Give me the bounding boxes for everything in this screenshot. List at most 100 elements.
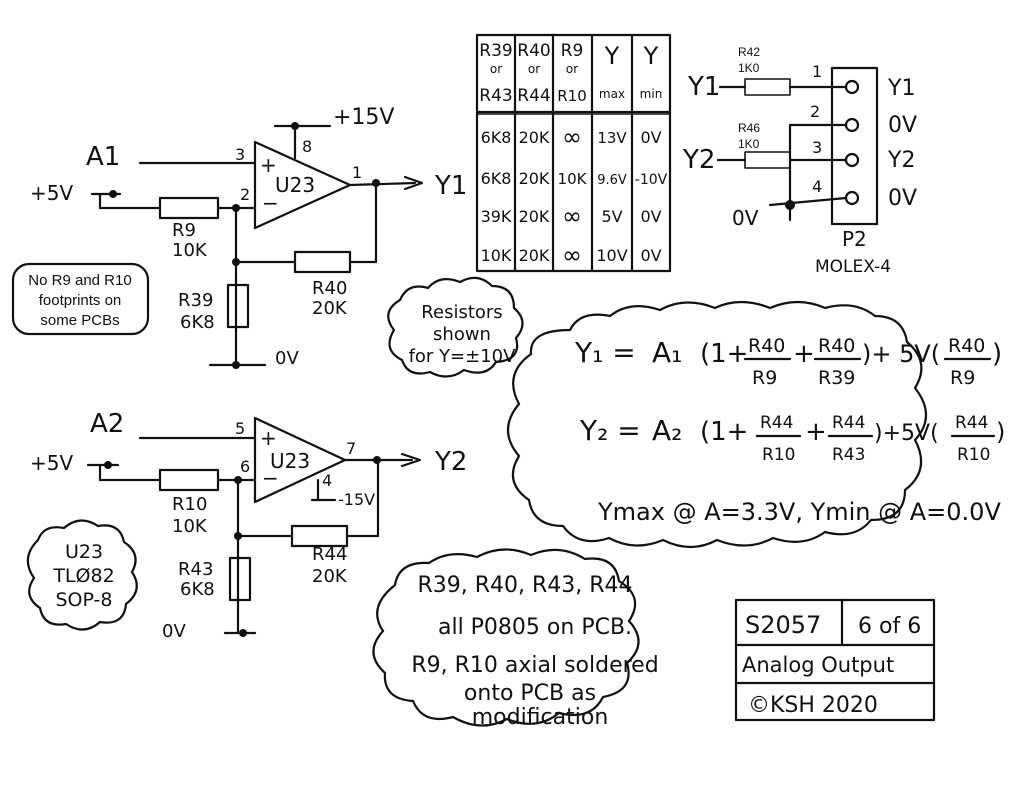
table-row: 6K8 20K ∞ 13V 0V — [481, 123, 662, 151]
table-cell: 20K — [519, 207, 550, 226]
title-copyright: ©KSH 2020 — [748, 693, 878, 718]
resistor-table: R39 or R43 R40 or R44 R9 or R10 Y max Y … — [475, 33, 672, 273]
eq-y1-f2-den: R39 — [818, 367, 855, 389]
table-cell: ∞ — [562, 123, 582, 151]
table-header-5a: Y — [643, 42, 659, 70]
connector-ref: P2 — [842, 227, 867, 251]
table-header-5b: min — [640, 87, 663, 101]
connector-pin-4: 4 — [812, 177, 822, 196]
stage2-circuit: A2 5 6 7 4 -15V + − U23 +5V R10 10K R43 … — [30, 409, 467, 642]
stage1-r39-resistor — [226, 283, 250, 329]
table-header-1c: R43 — [479, 86, 512, 106]
stage1-pin-supply: 8 — [302, 137, 312, 156]
connector-ground-label: 0V — [732, 206, 759, 230]
note-no-r9-line2: footprints on — [39, 292, 122, 309]
title-sheet-id: S2057 — [745, 611, 821, 639]
note-pcb-line2: all P0805 on PCB. — [438, 615, 632, 640]
table-cell: 13V — [597, 129, 627, 147]
stage2-pin-supply: 4 — [322, 471, 332, 490]
table-cell: 0V — [640, 246, 661, 265]
stage2-ground-label: 0V — [162, 621, 186, 642]
stage1-bias-wire — [90, 192, 162, 210]
stage2-minus-wire — [216, 478, 257, 635]
stage2-r43-value: 6K8 — [180, 579, 215, 600]
stage2-output-arrow — [400, 452, 422, 468]
stage2-input-label: A2 — [90, 409, 124, 439]
note-no-r9-r10: No R9 and R10 footprints on some PCBs — [11, 262, 150, 336]
table-cell: ∞ — [562, 241, 582, 269]
stage2-pin-out: 7 — [346, 439, 356, 458]
stage2-supply-wire — [310, 478, 337, 502]
eq-y1-a: A₁ — [652, 336, 682, 369]
stage1-supply-wire — [273, 124, 332, 160]
connector-r42-resistor — [744, 78, 791, 96]
stage2-r43-resistor — [228, 556, 252, 602]
stage2-r44-name: R44 — [312, 544, 347, 565]
connector-pin-1: 1 — [812, 62, 822, 81]
eq-y2-f3-num: R44 — [955, 413, 988, 433]
connector-y2-input: Y2 — [682, 145, 715, 175]
eq-y1-f1-num: R40 — [748, 335, 785, 357]
stage1-output-wire — [348, 181, 417, 187]
stage2-feedback-wire — [236, 458, 380, 538]
stage1-r9-resistor — [158, 196, 220, 220]
output-connector: Y1 Y2 R42 1K0 R46 1K0 1 2 3 4 Y1 0V Y2 0… — [682, 45, 917, 277]
connector-r46-name: R46 — [738, 121, 760, 135]
eq-y1-plus: + — [793, 339, 815, 369]
table-header-2b: or — [528, 62, 540, 76]
table-header-3b: or — [566, 62, 578, 76]
table-cell: 5V — [601, 207, 622, 226]
eq-y2-lhs: Y₂ = — [579, 414, 641, 447]
note-u23-line3: SOP-8 — [56, 589, 113, 611]
connector-pin-3: 3 — [812, 138, 822, 157]
table-row: 39K 20K ∞ 5V 0V — [481, 202, 662, 230]
stage2-r44-value: 20K — [312, 566, 348, 587]
table-row: 6K8 20K 10K 9.6V -10V — [481, 169, 668, 188]
connector-label-2: 0V — [888, 113, 917, 138]
stage1-minus-sign: − — [262, 191, 279, 215]
stage1-r40-value: 20K — [312, 298, 348, 319]
table-cell: 10K — [481, 246, 512, 265]
eq-y1-one: (1+ — [700, 339, 748, 369]
table-header-2c: R44 — [517, 86, 550, 106]
title-name: Analog Output — [742, 653, 894, 677]
stage1-r39-name: R39 — [178, 290, 213, 311]
equations-panel: Y₁ = A₁ (1+ R40 R9 + R40 R39 )+ 5V( R40 … — [506, 300, 1005, 549]
note-u23-part: U23 TLØ82 SOP-8 — [26, 519, 138, 631]
stage2-opamp-label: U23 — [270, 449, 310, 473]
stage1-minus-wire — [216, 206, 257, 367]
connector-label-4: 0V — [888, 186, 917, 211]
connector-r42-value: 1K0 — [738, 61, 760, 75]
table-cell: 6K8 — [481, 128, 512, 147]
stage1-r9-name: R9 — [172, 220, 196, 241]
stage1-pin-plus: 3 — [235, 145, 245, 164]
eq-y2-f2-den: R43 — [832, 445, 865, 465]
stage2-supply-label: -15V — [338, 490, 375, 509]
eq-y1-f1-den: R9 — [752, 367, 777, 389]
table-cell: 9.6V — [597, 173, 627, 188]
table-cell: 10K — [558, 170, 588, 188]
stage1-pin-out: 1 — [352, 163, 362, 182]
stage2-minus-sign: − — [262, 466, 279, 490]
stage1-output-arrow — [403, 175, 424, 191]
stage1-r9-value: 10K — [172, 240, 208, 261]
eq-y1-f3-den: R9 — [950, 367, 975, 389]
table-header-4b: max — [599, 87, 625, 101]
stage1-r40-name: R40 — [312, 278, 347, 299]
note-resistors-line1: Resistors — [421, 302, 502, 323]
note-u23-line1: U23 — [65, 541, 103, 563]
stage1-opamp-label: U23 — [275, 173, 315, 197]
eq-condition: Ymax @ A=3.3V, Ymin @ A=0.0V — [597, 498, 1001, 526]
title-block: S2057 6 of 6 Analog Output ©KSH 2020 — [734, 598, 936, 722]
note-pcb-line3: R9, R10 axial soldered — [411, 653, 658, 678]
table-cell: 20K — [519, 246, 550, 265]
connector-label-1: Y1 — [887, 76, 915, 101]
eq-y2-close: )+5V( — [874, 421, 939, 446]
table-cell: ∞ — [562, 202, 582, 230]
eq-y1-end: ) — [992, 339, 1002, 369]
stage1-opamp-symbol — [253, 140, 352, 230]
stage2-bias-wire — [86, 463, 162, 482]
table-cell: 20K — [519, 169, 550, 188]
note-pcb-line5: modification — [472, 705, 609, 730]
